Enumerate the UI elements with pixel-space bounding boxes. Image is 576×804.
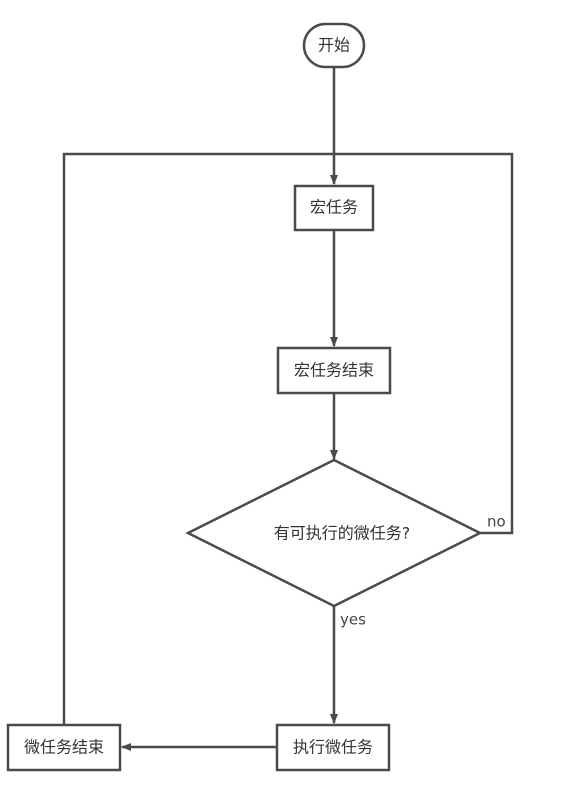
edge-label-no: no — [487, 513, 506, 531]
edge-micro-task-end-loop-back — [62, 152, 334, 724]
decision-node — [185, 458, 483, 608]
micro-task-end-label: 微任务结束 — [24, 738, 104, 757]
decision-label: 有可执行的微任务? — [274, 524, 411, 543]
micro-task-end-node — [6, 723, 122, 772]
edge-label-yes: yes — [340, 611, 366, 629]
macro-task-end-node — [276, 346, 392, 395]
edge-decision-no-loop-back — [334, 152, 514, 535]
macro-task-end-label: 宏任务结束 — [294, 361, 374, 380]
exec-micro-label: 执行微任务 — [293, 738, 373, 757]
start-label: 开始 — [318, 36, 350, 55]
exec-micro-node — [275, 723, 391, 772]
start-node — [302, 22, 366, 69]
macro-task-node — [293, 184, 375, 232]
macro-task-label: 宏任务 — [310, 198, 358, 217]
